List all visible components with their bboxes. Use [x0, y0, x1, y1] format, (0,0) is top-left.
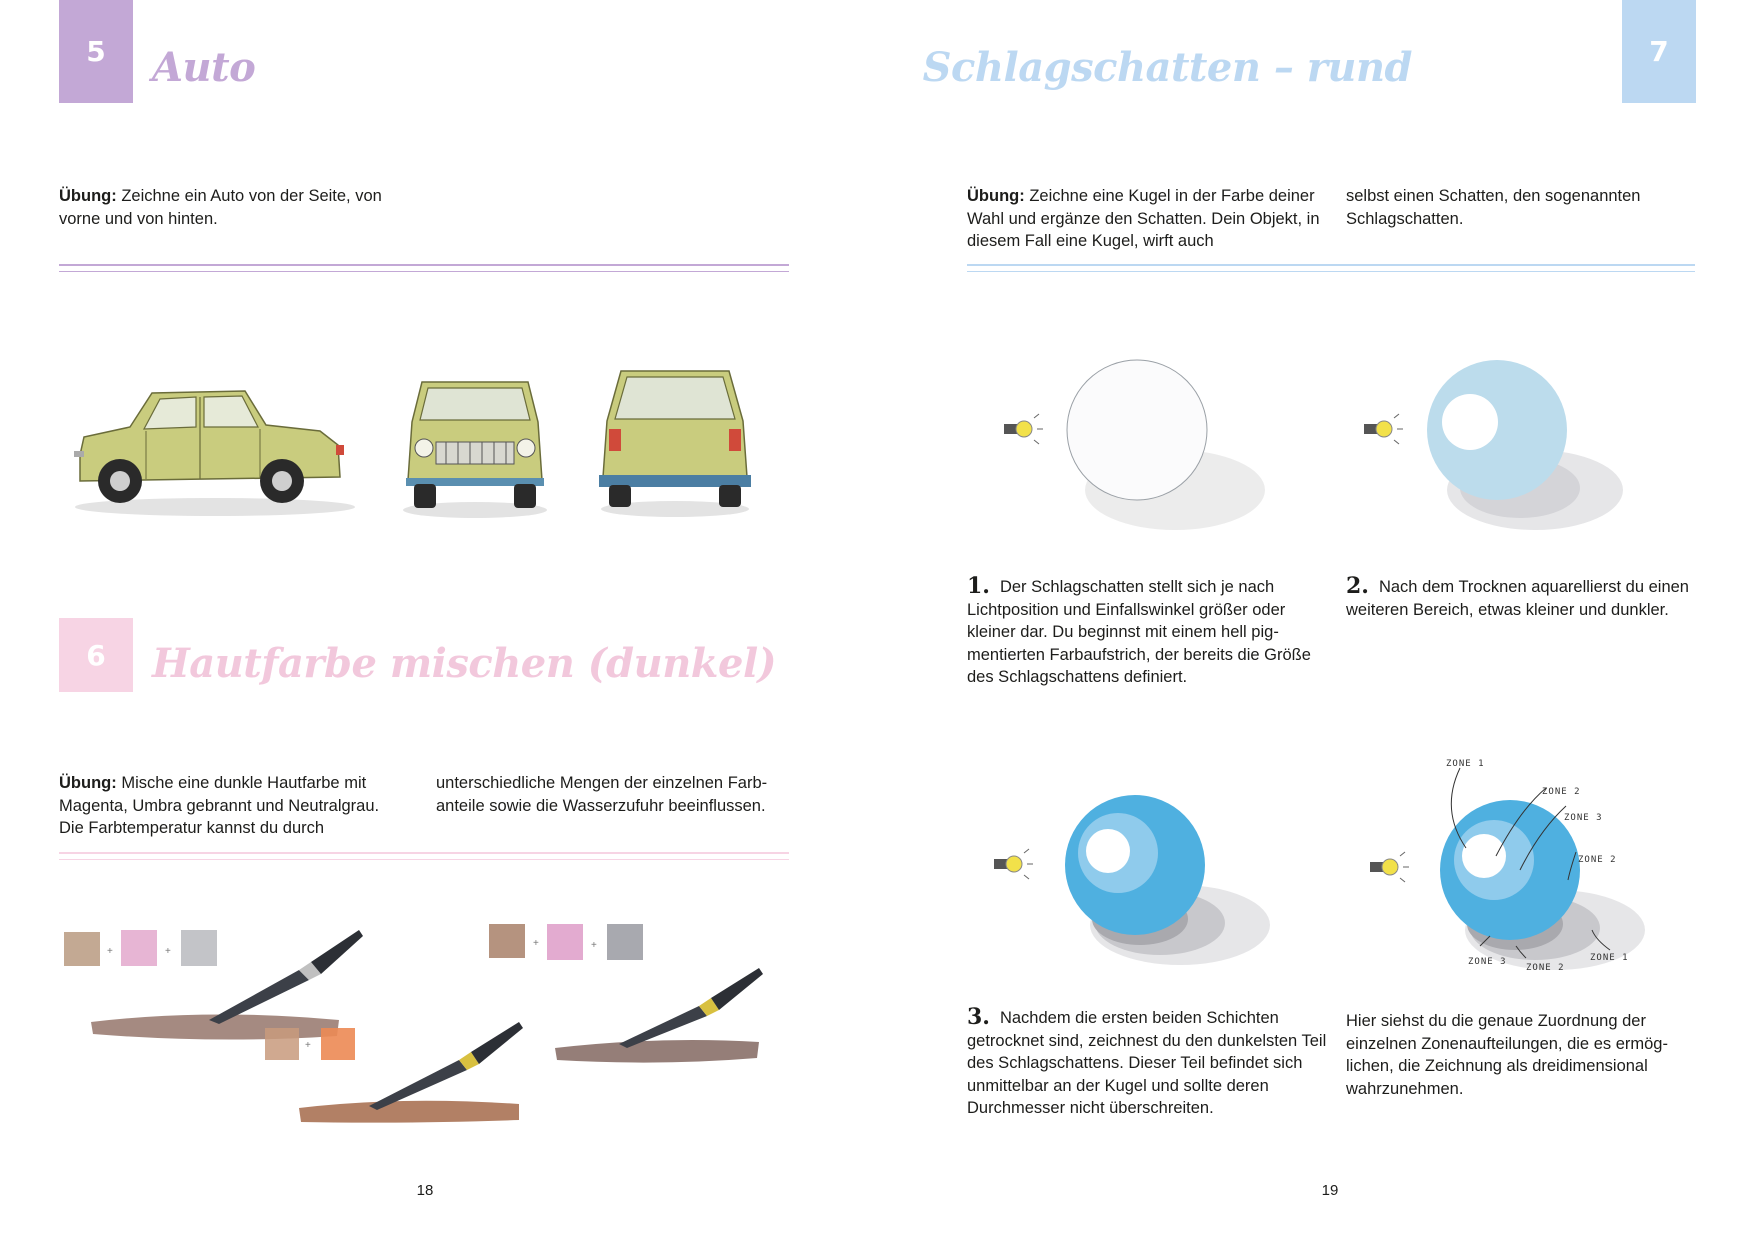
- zone-label: ZONE 2: [1526, 963, 1565, 973]
- light-bulb-icon: [1364, 413, 1403, 445]
- sphere-step-3-illustration: [994, 795, 1270, 965]
- zone-label: ZONE 2: [1578, 855, 1617, 865]
- exercise-schlagschatten-col1: Übung: Zeichne eine Kugel in der Farbe d…: [967, 185, 1322, 253]
- section-title-auto: Auto: [152, 44, 256, 91]
- section-title-hautfarbe: Hautfarbe mischen (dunkel): [152, 640, 777, 687]
- exercise-hautfarbe-col1: Übung: Mische eine dunkle Hautfarbe mit …: [59, 772, 404, 840]
- section-title-schlagschatten: Schlagschatten – rund: [922, 44, 1413, 91]
- step-description: Der Schlagschatten stellt sich je nach L…: [967, 578, 1311, 686]
- step-description: Nachdem die ersten beiden Schichten getr…: [967, 1009, 1327, 1117]
- page-number-right: 19: [1321, 1182, 1339, 1199]
- svg-text:+: +: [305, 1040, 311, 1051]
- step-number: 3.: [967, 1004, 990, 1030]
- exercise-text: Zeichne eine Kugel in der Farbe deiner W…: [967, 187, 1320, 250]
- zone-label: ZONE 3: [1468, 957, 1507, 967]
- exercise-text: Mische eine dunkle Hautfarbe mit Magenta…: [59, 774, 380, 837]
- divider-line: [967, 264, 1695, 272]
- light-bulb-icon: [1370, 851, 1409, 883]
- car-front-illustration: [403, 381, 547, 518]
- sphere-zones-illustration: ZONE 1 ZONE 2 ZONE 3 ZONE 2 ZONE 3 ZONE …: [1370, 759, 1645, 973]
- exercise-schlagschatten-col2: selbst einen Schatten, den sogenannten S…: [1346, 187, 1641, 228]
- svg-text:+: +: [533, 938, 539, 949]
- section-number-7: 7: [1622, 0, 1696, 103]
- car-side-illustration: [74, 390, 355, 516]
- step-number: 1.: [967, 573, 990, 599]
- zone-label: ZONE 1: [1590, 953, 1629, 963]
- step-number: 2.: [1346, 573, 1369, 599]
- divider-line: [59, 264, 789, 272]
- section-number-5: 5: [59, 0, 133, 103]
- exercise-label: Übung:: [59, 187, 117, 205]
- svg-text:+: +: [165, 946, 171, 957]
- step-2-text: 2.Nach dem Trocknen aquarellierst du ein…: [1346, 575, 1696, 621]
- section-number-6: 6: [59, 618, 133, 692]
- exercise-label: Übung:: [59, 774, 117, 792]
- color-mixing-illustration: + + + + +: [64, 924, 763, 1123]
- divider-line: [59, 852, 789, 860]
- exercise-label: Übung:: [967, 187, 1025, 205]
- zone-label: ZONE 2: [1542, 787, 1581, 797]
- exercise-auto: Übung: Zeichne ein Auto von der Seite, v…: [59, 185, 419, 230]
- exercise-text: Zeichne ein Auto von der Seite, von vorn…: [59, 187, 382, 228]
- light-bulb-icon: [1004, 413, 1043, 445]
- car-rear-illustration: [599, 370, 751, 517]
- step-3-text: 3.Nachdem die ersten beiden Schichten ge…: [967, 1006, 1327, 1120]
- zone-label: ZONE 3: [1564, 813, 1603, 823]
- exercise-hautfarbe-col2: unterschiedliche Mengen der einzelnen Fa…: [436, 774, 768, 815]
- zone-label: ZONE 1: [1446, 759, 1485, 769]
- light-bulb-icon: [994, 848, 1033, 880]
- svg-text:+: +: [107, 946, 113, 957]
- step-1-text: 1.Der Schlagschatten stellt sich je nach…: [967, 575, 1322, 689]
- sphere-step-1-illustration: [1004, 359, 1265, 530]
- svg-text:+: +: [591, 940, 597, 951]
- step-description: Nach dem Trocknen aquarellierst du einen…: [1346, 578, 1689, 619]
- page-number-left: 18: [416, 1182, 434, 1199]
- sphere-step-2-illustration: [1364, 360, 1623, 530]
- zones-description: Hier siehst du die genaue Zuordnung der …: [1346, 1012, 1668, 1098]
